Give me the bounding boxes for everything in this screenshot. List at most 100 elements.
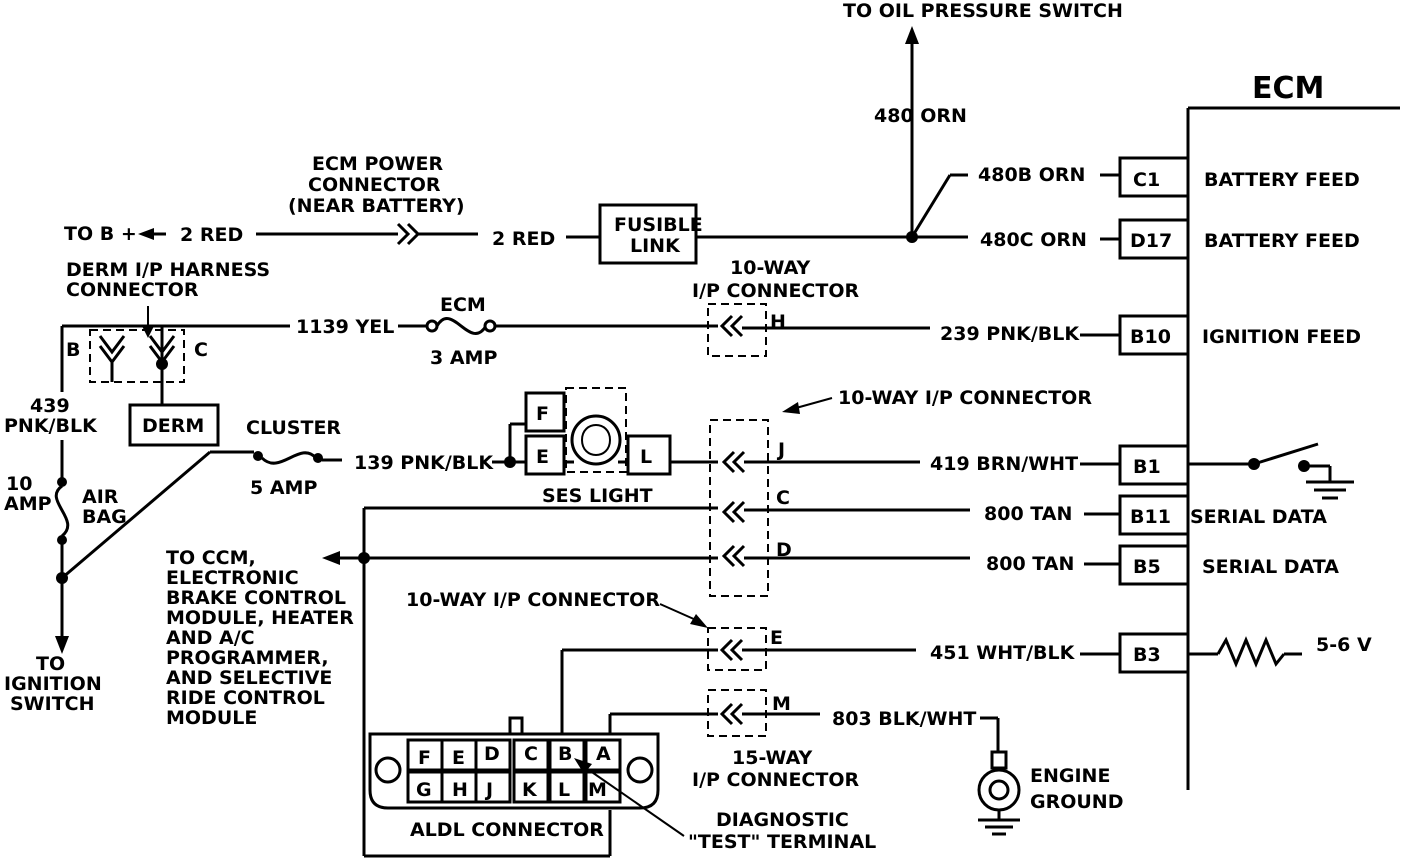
pointer-arrow-icon <box>574 758 592 774</box>
ten-way-b-label: 10-WAY I/P CONNECTOR <box>838 387 1092 409</box>
ses-light-label: SES LIGHT <box>542 485 653 507</box>
b3-resistor: 5-6 V <box>1188 634 1372 668</box>
connector-chevron-icon <box>721 500 746 524</box>
connector-pin-j: J <box>776 439 785 461</box>
resistor-icon <box>1216 636 1286 668</box>
ecm-fuse: ECM 3 AMP <box>425 294 718 369</box>
connector-chevron-icon <box>719 314 744 338</box>
wire-419-label: 419 BRN/WHT <box>930 453 1078 475</box>
aldl-pin-b: B <box>558 743 572 765</box>
wire-2red-a-label: 2 RED <box>180 224 243 246</box>
b1-switch <box>1188 442 1354 500</box>
to-ccm-line5: AND A/C <box>166 627 255 649</box>
splice-dot <box>906 231 918 243</box>
ten-way-c-label: 10-WAY I/P CONNECTOR <box>406 589 660 611</box>
pin-d17-label: D17 <box>1130 230 1172 252</box>
to-ccm-line8: RIDE CONTROL <box>166 687 325 709</box>
pin-b11-label: B11 <box>1130 506 1171 528</box>
wire-439-line2: PNK/BLK <box>4 415 98 437</box>
ecm-pin-b11: B11 SERIAL DATA <box>1118 494 1327 536</box>
connector-pin-c: C <box>776 487 790 509</box>
pin-c1-function: BATTERY FEED <box>1204 169 1360 191</box>
power-connector-line3: (NEAR BATTERY) <box>288 195 465 217</box>
engine-ground: ENGINE GROUND <box>977 716 1123 836</box>
ecm-pin-d17: D17 BATTERY FEED <box>1118 218 1360 260</box>
ecm-fuse-line2: 3 AMP <box>430 347 497 369</box>
airbag-fuse-line1: 10 <box>6 473 32 495</box>
ecm-pin-b1: B1 <box>1118 444 1190 486</box>
ses-pin-f: F <box>536 403 549 425</box>
ten-way-connector-e: 10-WAY I/P CONNECTOR E 451 WHT/BLK <box>406 589 1120 734</box>
fusible-link-line2: LINK <box>630 235 681 257</box>
to-ccm-line4: MODULE, HEATER <box>166 607 354 629</box>
wire-480-label: 480 ORN <box>874 105 967 127</box>
ten-way-connector-jcd: 10-WAY I/P CONNECTOR J 419 BRN/WHT C 800… <box>709 387 1120 597</box>
fusible-link-line1: FUSIBLE <box>614 214 703 236</box>
ses-pin-e: E <box>536 446 549 468</box>
to-bplus-label: TO B + <box>64 223 137 245</box>
derm-box-label: DERM <box>142 415 204 437</box>
wire-800-b5-label: 800 TAN <box>986 553 1074 575</box>
connector-chevron-icon <box>719 702 744 726</box>
connector-pin-d: D <box>776 539 792 561</box>
wire-439-line1: 439 <box>30 395 70 417</box>
aldl-pin-l: L <box>558 779 570 801</box>
connector-pin-h: H <box>770 311 786 333</box>
serial-data-lines: TO CCM, ELECTRONIC BRAKE CONTROL MODULE,… <box>166 506 718 858</box>
aldl-label: ALDL CONNECTOR <box>410 819 604 841</box>
fusible-link-box <box>598 203 698 265</box>
ecm-pin-b3: B3 <box>1118 632 1190 674</box>
to-ignition-line1: TO <box>36 653 65 675</box>
aldl-pin-e: E <box>452 747 465 769</box>
diagnostic-terminal: DIAGNOSTIC "TEST" TERMINAL <box>574 758 876 853</box>
pin-b5-function: SERIAL DATA <box>1202 556 1339 578</box>
wire-239-label: 239 PNK/BLK <box>940 323 1080 345</box>
wire-139-label: 139 PNK/BLK <box>354 452 494 474</box>
wire-480c-label: 480C ORN <box>980 229 1087 251</box>
pin-b10-function: IGNITION FEED <box>1202 326 1361 348</box>
airbag-fuse-line2: AMP <box>4 493 52 515</box>
ten-way-a-line2: I/P CONNECTOR <box>692 280 859 302</box>
fifteen-way-line2: I/P CONNECTOR <box>692 769 859 791</box>
ecm-pin-b5: B5 SERIAL DATA <box>1118 544 1339 586</box>
wire-803-label: 803 BLK/WHT <box>832 708 976 730</box>
fuse-icon <box>54 484 70 538</box>
left-arrow-icon <box>322 551 340 565</box>
wire-1139-label: 1139 YEL <box>296 316 394 338</box>
aldl-pin-m: M <box>588 779 607 801</box>
fuse-icon <box>435 317 488 335</box>
to-ccm-line9: MODULE <box>166 707 257 729</box>
connector-chevron-icon <box>721 450 746 474</box>
down-arrow-icon <box>55 636 69 654</box>
derm-harness-line2: CONNECTOR <box>66 279 199 301</box>
aldl-pin-c: C <box>524 743 538 765</box>
engine-ground-line1: ENGINE <box>1030 765 1110 787</box>
bulb-icon <box>570 414 622 466</box>
aldl-pin-k: K <box>522 779 538 801</box>
power-connector-line1: ECM POWER <box>312 153 443 175</box>
diagnostic-line1: DIAGNOSTIC <box>716 809 849 831</box>
fifteen-way-connector: M 15-WAY I/P CONNECTOR 803 BLK/WHT <box>608 689 976 791</box>
wire-480b-label: 480B ORN <box>978 164 1085 186</box>
aldl-pin-f: F <box>418 747 431 769</box>
derm-harness-line1: DERM I/P HARNESS <box>66 259 270 281</box>
to-ignition-line2: IGNITION <box>4 673 102 695</box>
aldl-pin-d: D <box>484 743 500 765</box>
ten-way-a-line1: 10-WAY <box>730 257 810 279</box>
aldl-top-row: F E D C B A <box>406 738 622 772</box>
connector-pin-e: E <box>770 627 783 649</box>
connector-chevron-icon <box>719 638 744 662</box>
battery-feed-line: TO B + 2 RED ECM POWER CONNECTOR (NEAR B… <box>64 153 1120 265</box>
airbag-label-line1: AIR <box>82 486 119 508</box>
voltage-label: 5-6 V <box>1316 634 1372 656</box>
ecm-pin-c1: C1 BATTERY FEED <box>1118 156 1360 198</box>
derm-box <box>128 403 220 447</box>
oil-pressure-label: TO OIL PRESSURE SWITCH <box>843 0 1123 22</box>
ses-light: F E L SES LIGHT <box>504 387 718 507</box>
pin-b5-label: B5 <box>1133 556 1161 578</box>
inline-connector-icon <box>396 222 421 246</box>
pin-b1-label: B1 <box>1133 456 1161 478</box>
diagnostic-line2: "TEST" TERMINAL <box>688 831 876 853</box>
fuse-icon <box>260 451 318 465</box>
